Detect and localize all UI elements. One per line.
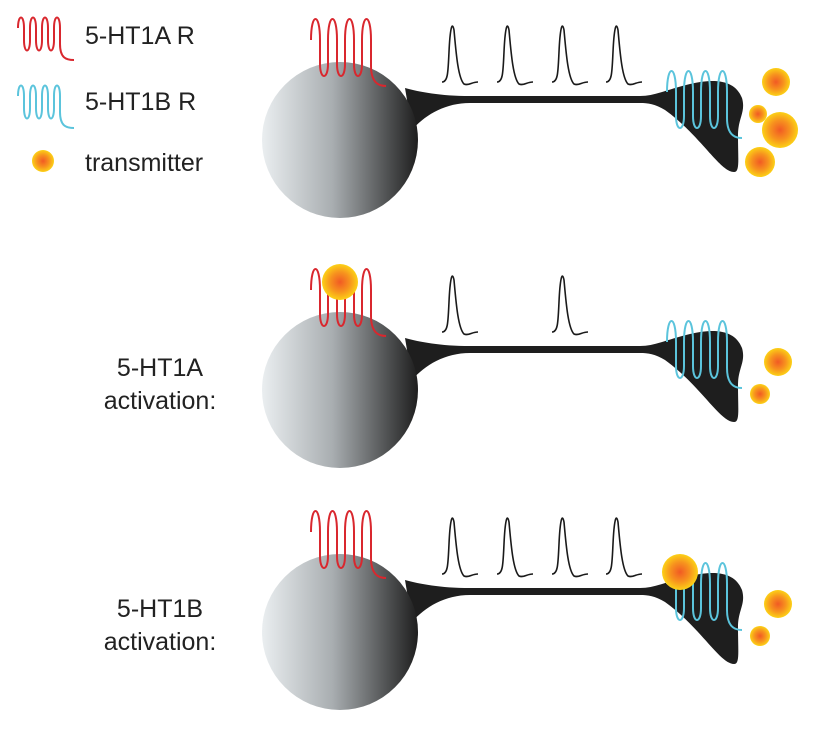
row-label-5ht1b-line2: activation: xyxy=(103,628,217,656)
legend-label-transmitter: transmitter xyxy=(85,149,204,177)
neuron-row-2 xyxy=(262,264,792,468)
row-label-5ht1a-activation: 5-HT1A activation: xyxy=(60,352,260,418)
neuron-row-1 xyxy=(262,18,798,218)
released-transmitter xyxy=(750,626,770,646)
soma xyxy=(262,554,418,710)
legend xyxy=(17,16,75,172)
action-potential-spike xyxy=(551,275,589,336)
ht1b-receptor-coil xyxy=(666,70,743,139)
ht1a-receptor-coil xyxy=(310,18,387,87)
released-transmitter xyxy=(749,105,767,123)
ht1b-receptor-coil xyxy=(666,562,743,631)
bound-transmitter-soma xyxy=(322,264,358,300)
action-potential-spike xyxy=(496,25,534,86)
red-receptor-coil-icon xyxy=(17,16,75,61)
action-potential-spike xyxy=(441,275,479,336)
row-label-5ht1b-activation: 5-HT1B activation: xyxy=(60,593,260,659)
released-transmitter xyxy=(750,384,770,404)
axon-and-terminal xyxy=(405,330,744,422)
row-label-5ht1a-line1: 5-HT1A xyxy=(116,354,204,382)
action-potential-spike xyxy=(441,517,479,578)
ht1a-receptor-coil xyxy=(310,510,387,579)
released-transmitter xyxy=(762,112,798,148)
ht1b-receptor-coil xyxy=(666,320,743,389)
action-potential-spike xyxy=(551,25,589,86)
row-label-5ht1a-line2: activation: xyxy=(103,387,217,415)
cyan-receptor-coil-icon xyxy=(17,84,75,129)
released-transmitter xyxy=(762,68,790,96)
action-potential-spike xyxy=(605,25,643,86)
action-potential-spike xyxy=(441,25,479,86)
soma xyxy=(262,312,418,468)
axon-and-terminal xyxy=(405,572,744,664)
ht1a-receptor-coil xyxy=(310,268,387,337)
legend-label-5ht1a: 5-HT1A R xyxy=(85,22,195,50)
action-potential-spike xyxy=(551,517,589,578)
released-transmitter xyxy=(764,348,792,376)
neuron-row-3 xyxy=(262,510,792,710)
bound-transmitter-terminal xyxy=(662,554,698,590)
row-label-5ht1b-line1: 5-HT1B xyxy=(116,595,204,623)
released-transmitter xyxy=(745,147,775,177)
orange-transmitter-dot-icon xyxy=(32,150,54,172)
action-potential-spike xyxy=(605,517,643,578)
soma xyxy=(262,62,418,218)
axon-and-terminal xyxy=(405,80,744,172)
action-potential-spike xyxy=(496,517,534,578)
released-transmitter xyxy=(764,590,792,618)
legend-label-5ht1b: 5-HT1B R xyxy=(85,88,197,116)
